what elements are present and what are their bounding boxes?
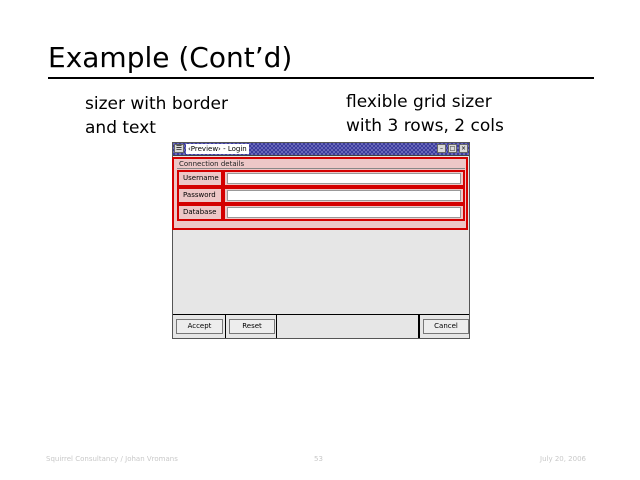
cancel-button[interactable]: Cancel <box>423 319 469 334</box>
username-input[interactable] <box>227 173 461 184</box>
button-bar: Accept Reset Cancel <box>173 314 469 338</box>
database-cell <box>223 204 465 221</box>
footer-author: Squirrel Consultancy / Johan Vromans <box>46 455 178 463</box>
reset-button[interactable]: Reset <box>229 319 275 334</box>
password-label: Password <box>177 187 223 204</box>
password-input[interactable] <box>227 190 461 201</box>
annotation-border-sizer: sizer with border and text <box>85 92 228 140</box>
button-cell-reset: Reset <box>226 315 277 338</box>
minimize-icon[interactable]: – <box>437 144 446 153</box>
password-cell <box>223 187 465 204</box>
annotation-grid-sizer: flexible grid sizer with 3 rows, 2 cols <box>346 90 504 138</box>
grid-row-database: Database <box>177 204 465 221</box>
annotation-line: with 3 rows, 2 cols <box>346 116 504 136</box>
footer-page-number: 53 <box>314 455 323 463</box>
maximize-icon[interactable]: □ <box>448 144 457 153</box>
annotation-line: flexible grid sizer <box>346 92 492 112</box>
button-spacer <box>277 315 419 338</box>
slide-title: Example (Cont’d) <box>48 41 293 74</box>
annotation-line: sizer with border <box>85 94 228 114</box>
title-divider <box>48 77 594 79</box>
footer-date: July 20, 2006 <box>540 455 586 463</box>
group-divider <box>177 168 465 169</box>
database-input[interactable] <box>227 207 461 218</box>
window-title: ‹Preview› - Login <box>186 144 249 154</box>
preview-login-window: ☰ ‹Preview› - Login – □ × Connection det… <box>172 142 470 339</box>
window-titlebar[interactable]: ☰ ‹Preview› - Login – □ × <box>173 143 469 156</box>
username-cell <box>223 170 465 187</box>
username-label: Username <box>177 170 223 187</box>
button-cell-cancel: Cancel <box>419 315 469 338</box>
accept-button[interactable]: Accept <box>176 319 223 334</box>
grid-row-password: Password <box>177 187 465 204</box>
window-menu-icon[interactable]: ☰ <box>174 144 184 153</box>
annotation-line: and text <box>85 118 156 138</box>
group-label: Connection details <box>179 160 245 168</box>
database-label: Database <box>177 204 223 221</box>
grid-row-username: Username <box>177 170 465 187</box>
button-cell-accept: Accept <box>173 315 226 338</box>
close-icon[interactable]: × <box>459 144 468 153</box>
